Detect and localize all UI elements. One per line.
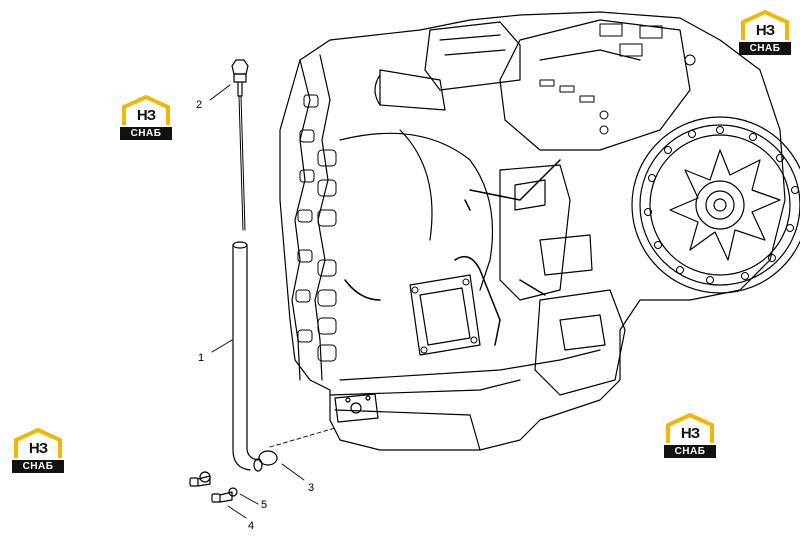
leader-lines: [209, 84, 305, 519]
callout-3: 3: [308, 482, 314, 494]
transmission-housing: [269, 11, 800, 451]
callout-5: 5: [261, 499, 267, 511]
watermark-logo: НЗ СНАБ: [10, 428, 66, 476]
callout-4: 4: [248, 520, 254, 532]
callout-2: 2: [196, 99, 202, 111]
dipstick-tube: [232, 241, 263, 472]
watermark-logo: НЗ СНАБ: [662, 413, 718, 461]
watermark-logo: НЗ СНАБ: [118, 95, 174, 143]
callout-1: 1: [198, 352, 204, 364]
watermark-logo: НЗ СНАБ: [737, 10, 793, 58]
o-ring: [258, 450, 278, 466]
bolts-and-washers: [189, 471, 238, 503]
dipstick: [231, 59, 249, 231]
